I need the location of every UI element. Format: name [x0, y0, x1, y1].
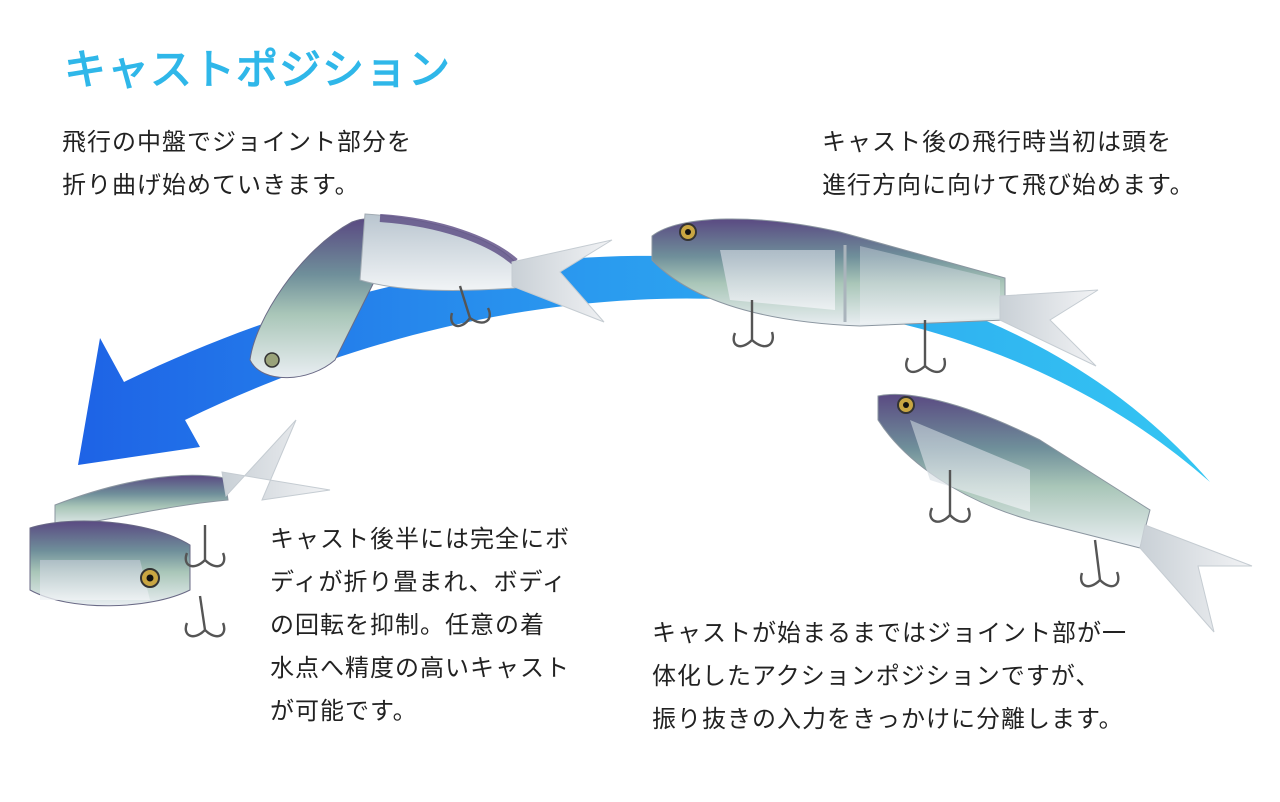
caption-line: 振り抜きの入力をきっかけに分離します。: [652, 705, 1124, 733]
lure-straight: [651, 218, 1099, 374]
lure-launch: [877, 393, 1253, 633]
lure-bending: [249, 213, 613, 379]
lure-eye-icon: [264, 352, 280, 368]
treble-hook-icon: [732, 300, 947, 374]
caption-line: 進行方向に向けて飛び始めます。: [822, 171, 1195, 199]
caption-line: キャスト後の飛行時当初は頭を: [822, 128, 1172, 156]
caption-line: ディが折り畳まれ、ボディ: [270, 568, 567, 596]
caption-line: 水点へ精度の高いキャスト: [270, 654, 570, 682]
caption-line: 飛行の中盤でジョイント部分を: [62, 128, 412, 156]
caption-line: の回転を抑制。任意の着: [270, 611, 545, 639]
caption-line: キャストが始まるまではジョイント部が一: [652, 619, 1127, 647]
lure-folded: [29, 419, 331, 638]
caption-initial-flight: キャスト後の飛行時当初は頭を 進行方向に向けて飛び始めます。: [822, 121, 1195, 207]
treble-hook-icon: [929, 470, 1120, 588]
page-title: キャストポジション: [64, 45, 452, 94]
caption-cast-start: キャストが始まるまではジョイント部が一 体化したアクションポジションですが、 振…: [652, 612, 1127, 741]
caption-mid-flight: 飛行の中盤でジョイント部分を 折り曲げ始めていきます。: [62, 121, 412, 207]
caption-late-flight: キャスト後半には完全にボ ディが折り畳まれ、ボディ の回転を抑制。任意の着 水点…: [270, 518, 570, 733]
treble-hook-icon: [450, 285, 491, 328]
caption-line: が可能です。: [270, 697, 418, 725]
caption-line: キャスト後半には完全にボ: [270, 525, 570, 553]
treble-hook-icon: [184, 525, 226, 638]
caption-line: 体化したアクションポジションですが、: [652, 662, 1101, 690]
caption-line: 折り曲げ始めていきます。: [62, 171, 360, 199]
